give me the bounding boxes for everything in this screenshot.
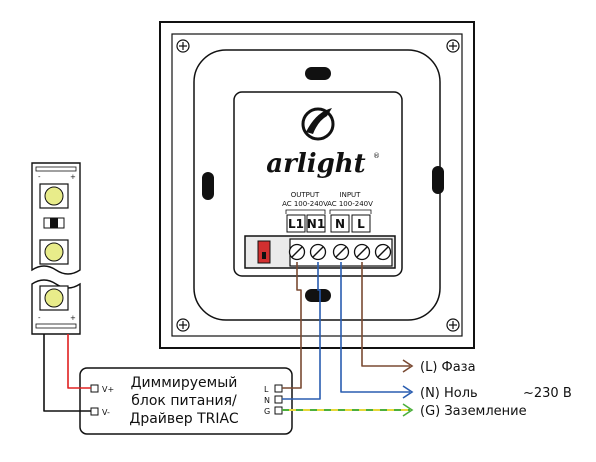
led-chip-icon bbox=[39, 239, 69, 265]
wire-n1 bbox=[282, 262, 321, 400]
output-spec: AC 100-240V bbox=[282, 200, 328, 208]
terminal-screw-icon bbox=[353, 243, 371, 261]
terminal-label-l: L bbox=[357, 217, 365, 231]
input-bracket bbox=[329, 209, 372, 214]
strip-plus-label: + bbox=[70, 314, 76, 322]
arrow-icon bbox=[402, 385, 414, 399]
terminal-label-n: N bbox=[335, 217, 345, 231]
panel-inner-frame bbox=[171, 33, 463, 337]
wires bbox=[43, 262, 410, 412]
wire-led-negative bbox=[43, 334, 91, 412]
wall-panel: arlight ® OUTPUT AC 100-240V INPUT AC 10… bbox=[159, 21, 475, 349]
wire-led-positive bbox=[67, 334, 91, 389]
label-voltage: ~230 В bbox=[523, 386, 572, 401]
label-neutral: (N) Ноль bbox=[420, 386, 478, 401]
power-supply: Диммируемый блок питания/ Драйвер TRIAC … bbox=[79, 367, 293, 435]
led-chip-icon bbox=[39, 183, 69, 209]
screw-icon bbox=[176, 39, 190, 53]
output-bracket bbox=[285, 209, 326, 214]
output-label: OUTPUT bbox=[291, 191, 320, 199]
terminal-block bbox=[244, 235, 396, 269]
logo-text: arlight bbox=[266, 149, 365, 179]
wire-phase-in bbox=[361, 262, 410, 367]
wire-neutral-in bbox=[340, 262, 410, 393]
terminal-screw-icon bbox=[332, 243, 350, 261]
screw-icon bbox=[446, 39, 460, 53]
strip-minus-label: - bbox=[38, 314, 41, 322]
arrow-icon bbox=[402, 403, 414, 417]
pin-label-l: L bbox=[264, 385, 269, 394]
led-chip-icon bbox=[39, 285, 69, 311]
terminal-label-n1: N1 bbox=[307, 217, 325, 231]
pin-label-vminus: V- bbox=[102, 408, 110, 417]
terminal-labels: L1 N1 N L bbox=[286, 214, 371, 233]
mounting-slot bbox=[305, 67, 331, 80]
pin-label-n: N bbox=[264, 396, 270, 405]
pin-label-g: G bbox=[264, 407, 270, 416]
terminal-label-l1: L1 bbox=[288, 217, 304, 231]
pin-label-vplus: V+ bbox=[102, 385, 114, 394]
power-supply-title: блок питания/ bbox=[131, 393, 237, 409]
label-ground: (G) Заземление bbox=[420, 404, 527, 419]
terminal-screw-icon bbox=[309, 243, 327, 261]
arrow-icon bbox=[402, 359, 414, 373]
mounting-slot bbox=[305, 289, 331, 302]
terminal-screw-icon bbox=[374, 243, 392, 261]
strip-plus-label: + bbox=[70, 173, 76, 181]
led-strip: - + - + bbox=[31, 162, 81, 335]
mounting-slot bbox=[432, 166, 444, 194]
arlight-logo: arlight ® bbox=[266, 107, 380, 179]
power-supply-box bbox=[79, 367, 293, 435]
input-label: INPUT bbox=[340, 191, 362, 199]
registered-mark: ® bbox=[373, 152, 380, 160]
label-phase: (L) Фаза bbox=[420, 360, 476, 375]
screw-icon bbox=[446, 318, 460, 332]
input-spec: AC 100-240V bbox=[327, 200, 373, 208]
mounting-slot bbox=[202, 172, 214, 200]
power-supply-title: Драйвер TRIAC bbox=[129, 411, 238, 427]
terminal-screw-icon bbox=[288, 243, 306, 261]
screw-icon bbox=[176, 318, 190, 332]
power-supply-title: Диммируемый bbox=[131, 375, 238, 391]
strip-minus-label: - bbox=[38, 173, 41, 181]
wire-l1 bbox=[282, 262, 302, 389]
resistor-icon bbox=[43, 217, 65, 229]
